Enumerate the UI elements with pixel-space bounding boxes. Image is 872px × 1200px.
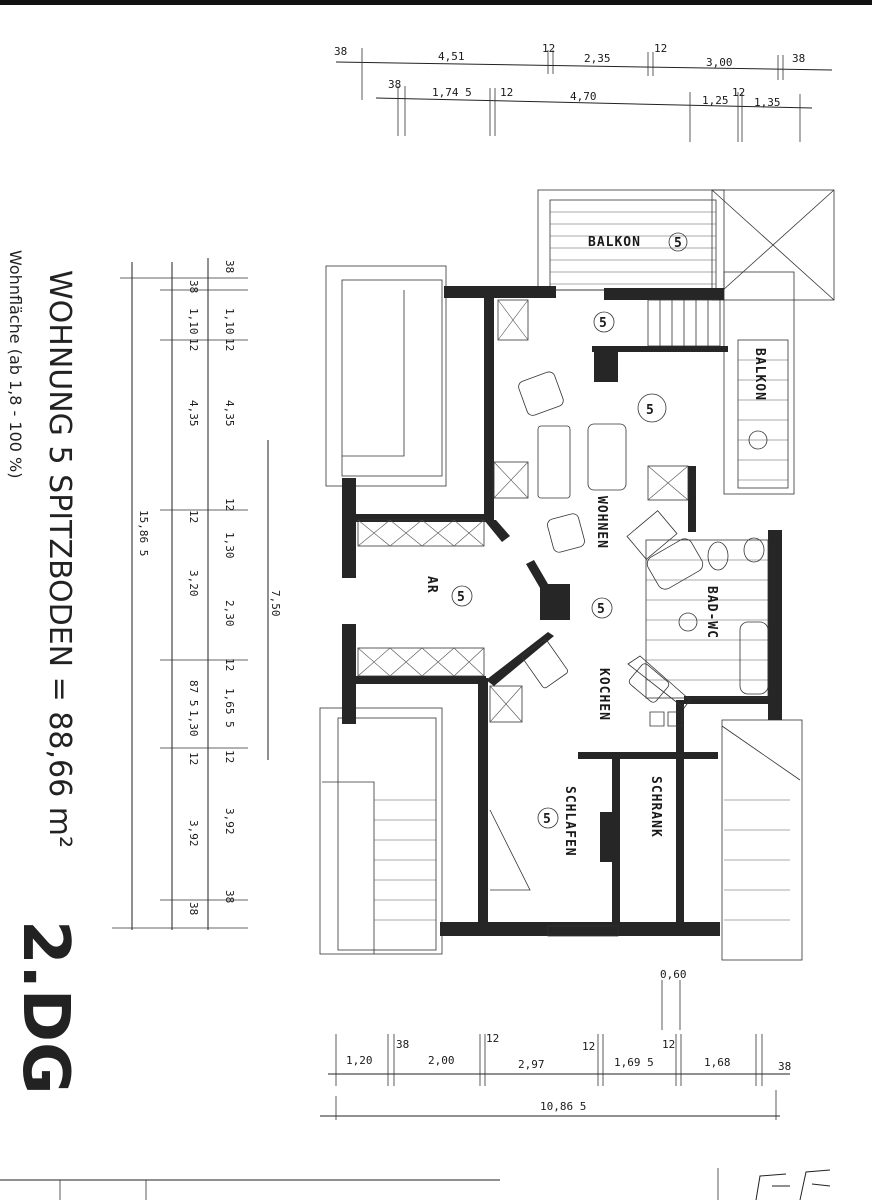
dim-left-total: 15,86 5 [137, 510, 150, 556]
dim-bottom-a: 1,20 [346, 1054, 373, 1067]
room-label-kochen: KOCHEN [596, 668, 611, 721]
dim-left2-j: 12 [223, 750, 236, 763]
dim-left1-f: 3,20 [187, 570, 200, 597]
unit-marker-1: 5 [674, 236, 683, 251]
dim-bottom-i: 1,68 [704, 1056, 731, 1069]
dim-left1-k: 38 [187, 902, 200, 915]
furniture [518, 371, 627, 689]
dim-left-mid: 7,50 [269, 590, 282, 617]
dim-bottom-total: 10,86 5 [540, 1100, 586, 1113]
handwritten-title: WOHNUNG 5 SPITZBODEN = 88,66 m² [42, 270, 77, 848]
bottom-dimension-chains: 1,20 38 2,00 12 2,97 12 1,69 5 12 1,68 3… [320, 968, 791, 1120]
dim-bottom-f: 12 [582, 1040, 595, 1053]
dim-bottom-d: 12 [486, 1032, 499, 1045]
dim-left2-i: 1,65 5 [223, 688, 236, 728]
room-label-bad-wc: BAD-WC [704, 586, 719, 639]
dim-top1-g: 38 [792, 52, 805, 65]
unit-marker-5: 5 [457, 590, 466, 605]
dim-left1-i: 12 [187, 752, 200, 765]
dim-left1-h: 1,30 [187, 710, 200, 737]
dim-bottom-g: 1,69 5 [614, 1056, 654, 1069]
balcony-right [723, 271, 795, 495]
dim-top1-b: 4,51 [438, 50, 465, 63]
dim-left2-f: 1,30 [223, 532, 236, 559]
dim-left1-c: 12 [187, 338, 200, 351]
dim-left1-b: 1,10 [187, 308, 200, 335]
plan-drawing: BALKON 5 BALKON 5 5 WOHNEN 5 AR 5 BAD-WC [319, 189, 835, 961]
room-label-ar: AR [424, 576, 439, 594]
dim-bottom-h: 12 [662, 1038, 675, 1051]
room-label-balkon-right: BALKON [752, 348, 767, 401]
room-label-wohnen: WOHNEN [594, 496, 609, 549]
dim-left1-g: 87 5 [187, 680, 200, 707]
unit-marker-6: 5 [543, 812, 552, 827]
dim-left1-e: 12 [187, 510, 200, 523]
dim-left2-h: 12 [223, 658, 236, 671]
dim-top2-a: 38 [388, 78, 401, 91]
unit-marker-4: 5 [597, 602, 606, 617]
dim-left2-k: 3,92 [223, 808, 236, 835]
dim-top2-d: 4,70 [570, 90, 597, 103]
dim-bottom-j: 38 [778, 1060, 791, 1073]
dim-left1-d: 4,35 [187, 400, 200, 427]
dim-left2-g: 2,30 [223, 600, 236, 627]
dim-top2-b: 1,74 5 [432, 86, 472, 99]
dim-top1-a: 38 [334, 45, 347, 58]
left-dimension-chains: 38 1,10 12 4,35 12 3,20 87 5 1,30 12 3,9… [112, 258, 282, 930]
dim-left2-d: 4,35 [223, 400, 236, 427]
unit-marker-3: 5 [646, 403, 655, 418]
room-label-schlafen: SCHLAFEN [562, 786, 577, 857]
dormer-bottom-right [721, 719, 803, 961]
floor-label: 2.DG [8, 920, 82, 1095]
dim-top1-f: 3,00 [706, 56, 733, 69]
handwritten-notes: WOHNUNG 5 SPITZBODEN = 88,66 m² Wohnfläc… [6, 250, 82, 1095]
dim-left1-a: 38 [187, 280, 200, 293]
bed-outline [489, 809, 619, 937]
dim-bottom-b: 38 [396, 1038, 409, 1051]
dim-bottom-small: 0,60 [660, 968, 687, 981]
dim-top1-d: 2,35 [584, 52, 611, 65]
dim-top2-c: 12 [500, 86, 513, 99]
room-label-balkon-top: BALKON [588, 235, 641, 250]
top-dimension-chains: 38 4,51 12 2,35 12 3,00 38 38 1,74 5 12 … [334, 42, 833, 142]
handwritten-scribble: Wohnfläche (ab 1,8 - 100 %) [6, 250, 25, 478]
dim-top2-g: 1,35 [754, 96, 781, 109]
dim-left2-a: 38 [223, 260, 236, 273]
dim-bottom-e: 2,97 [518, 1058, 545, 1071]
room-label-schrank: SCHRANK [648, 776, 663, 838]
dormer-bottom-left [319, 707, 443, 955]
dim-bottom-c: 2,00 [428, 1054, 455, 1067]
balcony-top [537, 189, 835, 301]
storage-cabinets [357, 299, 689, 723]
room-labels: BALKON 5 BALKON 5 5 WOHNEN 5 AR 5 BAD-WC [424, 232, 768, 857]
dim-top2-e: 1,25 [702, 94, 729, 107]
kitchen-fixtures [627, 655, 691, 727]
bathroom-fixtures [626, 510, 769, 699]
unit-marker-2: 5 [599, 316, 608, 331]
staircase [647, 299, 721, 347]
scan-border [0, 0, 872, 5]
dim-left2-c: 12 [223, 338, 236, 351]
dim-left1-j: 3,92 [187, 820, 200, 847]
dim-top1-e: 12 [654, 42, 667, 55]
dim-left2-e: 12 [223, 498, 236, 511]
dormer-top-left [325, 265, 447, 487]
dim-left2-l: 38 [223, 890, 236, 903]
dim-top2-f: 12 [732, 86, 745, 99]
dim-top1-c: 12 [542, 42, 555, 55]
dim-left2-b: 1,10 [223, 308, 236, 335]
scan-artifacts [0, 1168, 831, 1200]
